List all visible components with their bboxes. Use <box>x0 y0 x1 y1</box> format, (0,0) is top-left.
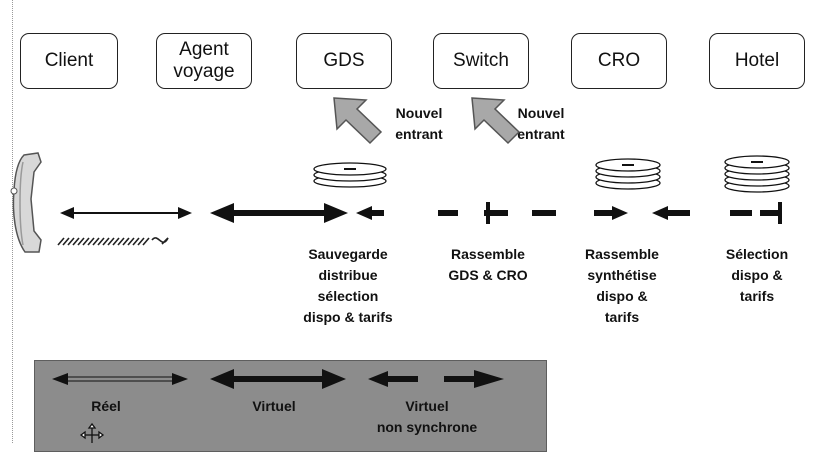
legend-label-reel: Réel <box>91 398 121 414</box>
legend-arrow-virtuel <box>210 369 346 389</box>
caption-gds: Sauvegarde distribue sélection dispo & t… <box>303 246 393 325</box>
database-stack-icon <box>595 158 661 190</box>
arrow-nonsync-gds-switch <box>356 202 556 224</box>
legend-arrow-reel <box>52 373 188 385</box>
legend-label-virtuel-non-synchrone: Virtuel non synchrone <box>376 398 478 435</box>
note-nouvel-entrant-gds: Nouvel entrant <box>395 105 443 142</box>
arrow-real-client-agent <box>60 207 192 219</box>
actor-client: Client <box>20 33 118 89</box>
legend-box <box>34 360 547 452</box>
actor-agent-voyage: Agent voyage <box>156 33 252 89</box>
database-stack-icon <box>313 162 387 188</box>
arrow-nonsync-switch-cro <box>594 206 628 220</box>
caption-hotel: Sélection dispo & tarifs <box>725 246 789 304</box>
arrow-nonsync-cro-hotel <box>652 202 782 224</box>
new-entrant-arrow-icon <box>471 97 521 145</box>
arrow-virtual-agent-gds <box>210 203 348 223</box>
telephone-handset-icon <box>10 152 42 253</box>
left-guide-line <box>12 0 13 443</box>
actor-gds: GDS <box>296 33 392 89</box>
actor-hotel: Hotel <box>709 33 805 89</box>
new-entrant-arrow-icon <box>333 97 383 145</box>
caption-cro: Rassemble synthétise dispo & tarifs <box>585 246 659 325</box>
database-stack-icon <box>724 155 790 193</box>
move-cursor-icon <box>79 422 105 443</box>
note-nouvel-entrant-switch: Nouvel entrant <box>517 105 565 142</box>
legend-arrow-virtuel-non-synchrone <box>368 370 504 388</box>
actor-cro: CRO <box>571 33 667 89</box>
legend-label-virtuel: Virtuel <box>252 398 296 414</box>
phone-cord <box>57 237 169 246</box>
caption-switch: Rassemble GDS & CRO <box>448 246 528 283</box>
actor-switch: Switch <box>433 33 529 89</box>
